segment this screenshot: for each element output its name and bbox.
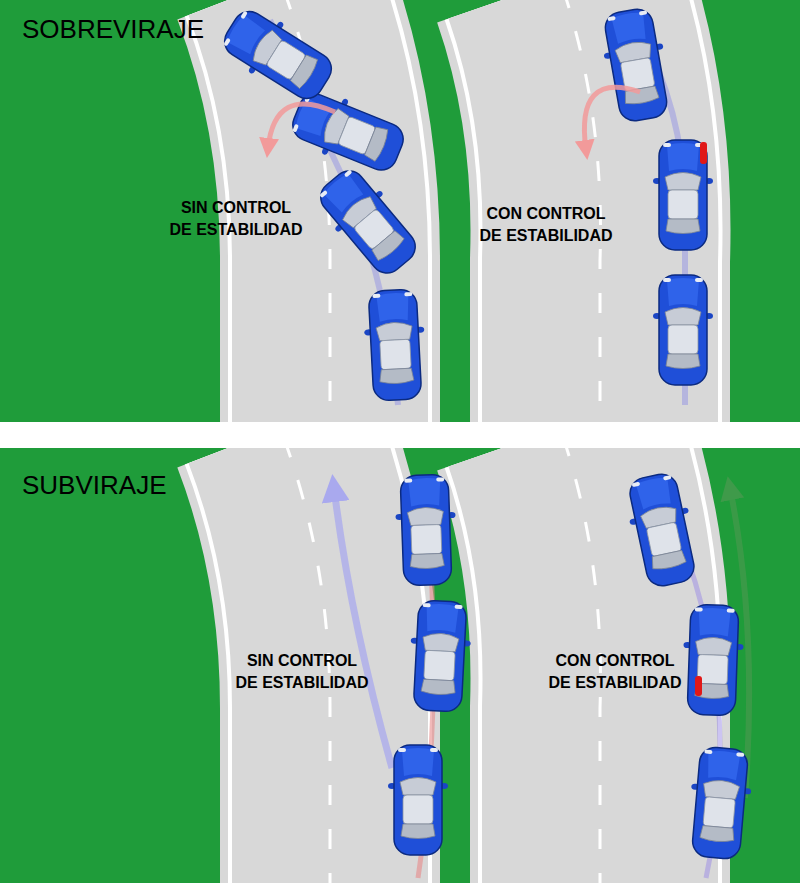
car — [597, 6, 675, 125]
oversteer-panel — [0, 0, 800, 422]
car — [362, 289, 428, 402]
road-scene — [0, 448, 800, 883]
car — [394, 474, 458, 586]
scenario-label: CON CONTROL DE ESTABILIDAD — [547, 650, 683, 693]
road-scene — [0, 0, 800, 422]
gap — [0, 422, 800, 448]
spin-arrow — [268, 104, 335, 148]
brake-light — [695, 676, 702, 696]
understeer-panel — [0, 428, 800, 883]
car — [388, 745, 448, 855]
scenario-label: SIN CONTROL DE ESTABILIDAD — [234, 650, 370, 693]
correction-arrow — [584, 87, 640, 150]
intended-path-arrow — [334, 488, 392, 768]
car — [621, 470, 703, 590]
car — [681, 604, 745, 716]
scenario-label: CON CONTROL DE ESTABILIDAD — [478, 203, 614, 246]
scenario-label: SIN CONTROL DE ESTABILIDAD — [168, 197, 304, 240]
car — [685, 746, 754, 861]
car — [653, 275, 713, 385]
car — [310, 161, 427, 284]
brake-light — [700, 142, 707, 164]
car — [407, 600, 473, 713]
car — [215, 0, 340, 109]
car — [653, 140, 713, 250]
section-heading: SUBVIRAJE — [22, 470, 167, 501]
section-heading: SOBREVIRAJE — [22, 14, 204, 45]
